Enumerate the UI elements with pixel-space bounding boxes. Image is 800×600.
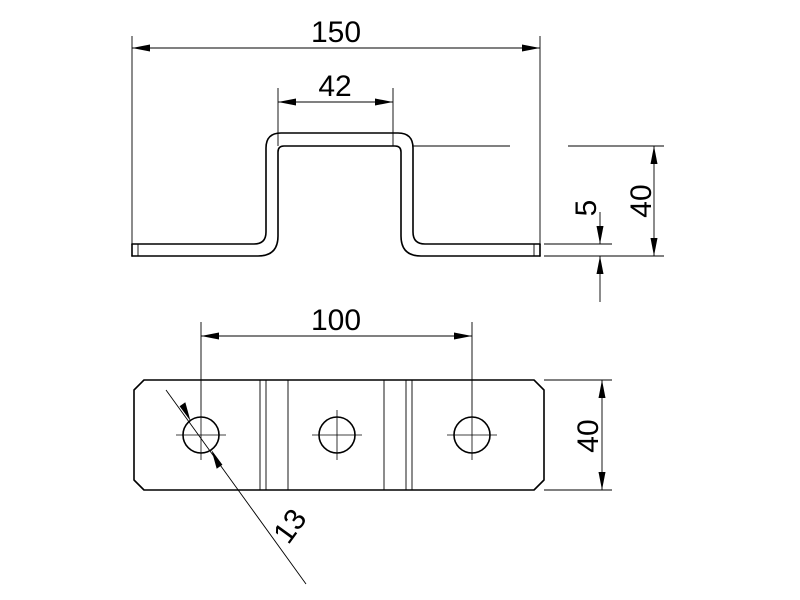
dim-channel-width-label: 42: [318, 70, 351, 103]
bracket-profile-inner: [131, 145, 541, 257]
dim-plate-width-label: 40: [572, 419, 605, 452]
dim-hole-spacing: 100: [200, 304, 473, 410]
dim-channel-width: 42: [277, 70, 394, 146]
dim-thickness: 5: [570, 200, 604, 302]
dim-hole-diameter-label: 13: [267, 503, 313, 549]
dim-plate-width: 40: [544, 379, 612, 491]
side-extension-lines: [413, 145, 664, 257]
dim-thickness-label: 5: [570, 200, 603, 217]
dim-overall-length: 150: [131, 16, 541, 244]
dim-overall-length-label: 150: [311, 16, 361, 49]
plate-outline: [133, 379, 545, 491]
dim-height-label: 40: [625, 184, 658, 217]
top-view: [133, 379, 545, 491]
mounting-hole-center: [312, 410, 362, 460]
mounting-hole-left: [176, 410, 226, 460]
dim-hole-spacing-label: 100: [311, 304, 361, 337]
bracket-profile-outer: [131, 132, 541, 245]
dim-height: 40: [625, 146, 658, 256]
mounting-hole-right: [447, 410, 497, 460]
side-view: [131, 132, 541, 257]
dim-hole-diameter: 13: [165, 389, 313, 585]
